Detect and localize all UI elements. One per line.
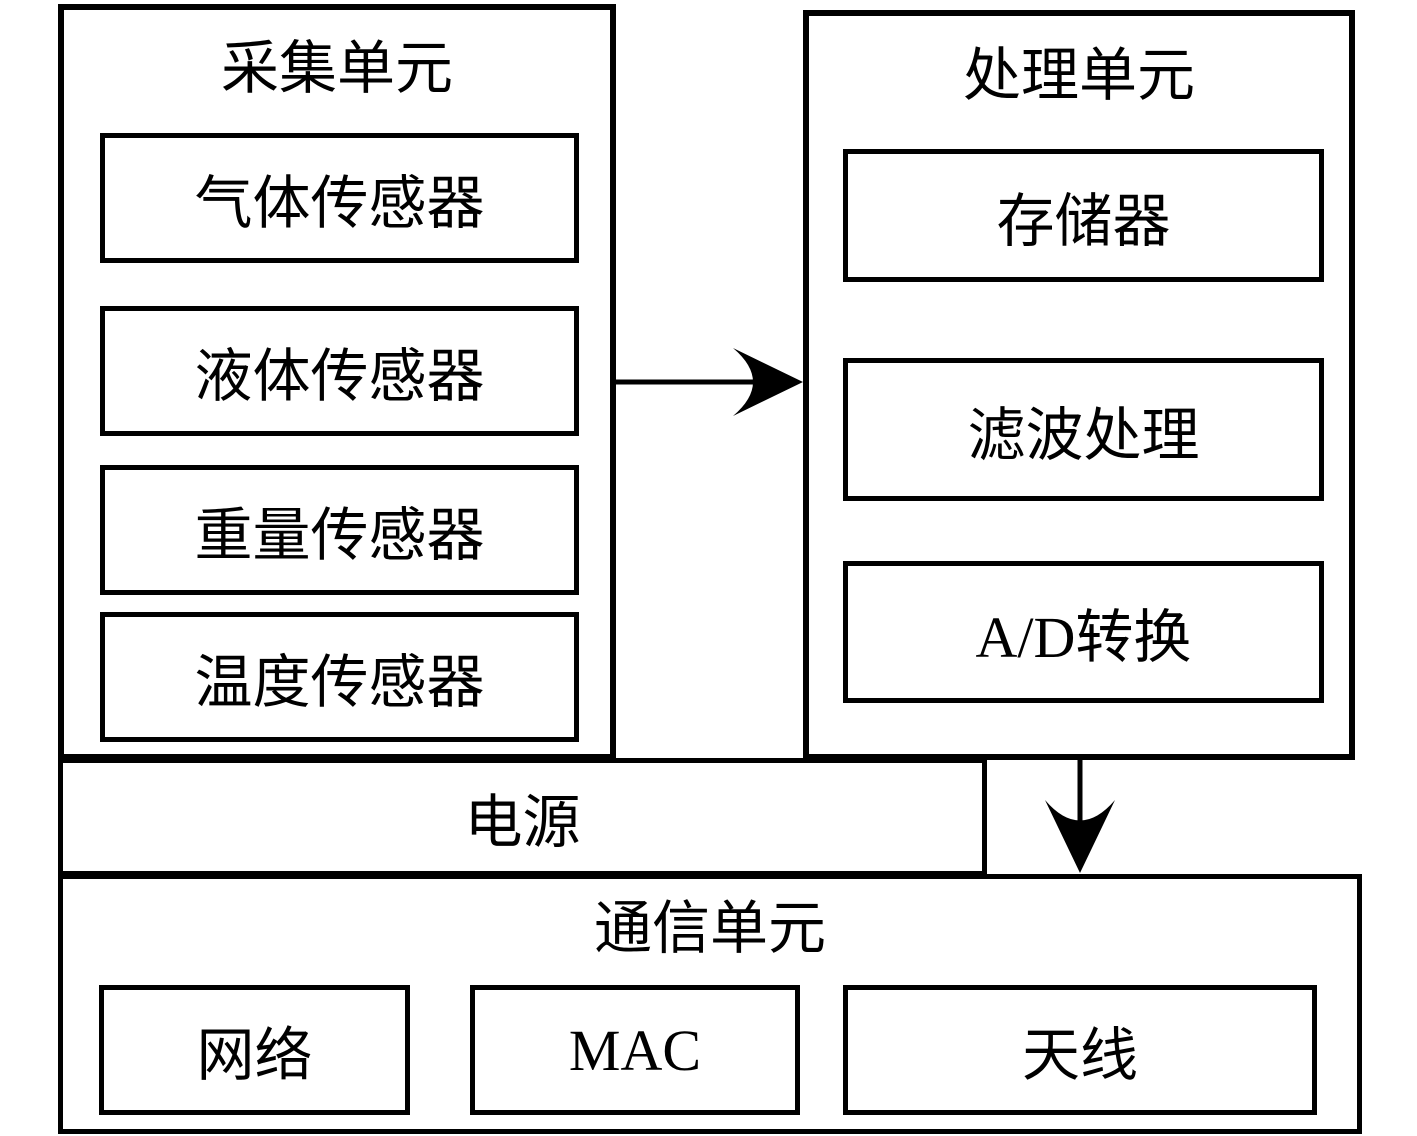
arrow-right-icon [613, 348, 803, 416]
box-temperature-sensor: 温度传感器 [100, 612, 579, 742]
box-antenna: 天线 [843, 985, 1317, 1115]
collection-unit-box: 采集单元 气体传感器 液体传感器 重量传感器 温度传感器 [58, 4, 616, 760]
communication-unit-title: 通信单元 [593, 896, 826, 961]
collection-unit-title: 采集单元 [220, 36, 453, 101]
box-gas-sensor: 气体传感器 [100, 133, 579, 263]
arrow-down-head [1045, 800, 1115, 873]
box-filter-processing: 滤波处理 [843, 358, 1324, 501]
box-liquid-sensor: 液体传感器 [100, 306, 579, 436]
processing-unit-box: 处理单元 存储器 滤波处理 A/D转换 [803, 10, 1355, 760]
arrow-right-head [733, 348, 803, 416]
processing-unit-title: 处理单元 [962, 43, 1195, 108]
power-supply-bar: 电源 [58, 758, 987, 876]
arrow-down-icon [1045, 757, 1115, 873]
communication-unit-box: 通信单元 网络 MAC 天线 [58, 874, 1362, 1134]
box-weight-sensor: 重量传感器 [100, 465, 579, 595]
box-mac: MAC [470, 985, 800, 1115]
power-supply-label: 电源 [464, 790, 581, 855]
box-ad-conversion: A/D转换 [843, 561, 1324, 703]
box-network: 网络 [99, 985, 410, 1115]
box-memory: 存储器 [843, 149, 1324, 282]
